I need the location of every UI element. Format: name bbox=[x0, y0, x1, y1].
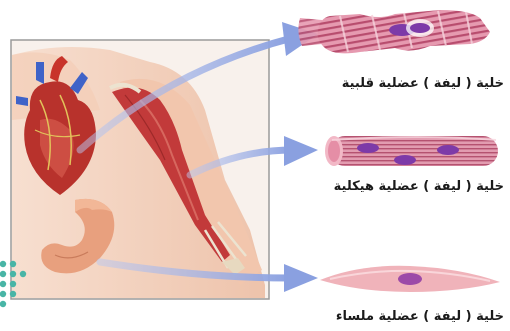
skeletal-nucleus-3 bbox=[437, 145, 459, 155]
cardiac-muscle-fiber bbox=[298, 10, 490, 53]
smooth-muscle-label: خلية ( ليفة ) عضلية ملساء bbox=[336, 309, 504, 324]
skeletal-muscle-fiber bbox=[325, 136, 498, 166]
cardiac-muscle-label: خلية ( ليفة ) عضلية قلبية bbox=[342, 76, 504, 91]
skeletal-muscle-label: خلية ( ليفة ) عضلية هيكلية bbox=[334, 179, 504, 194]
smooth-nucleus bbox=[398, 273, 422, 285]
skeletal-nucleus-2 bbox=[394, 155, 416, 165]
skeletal-nucleus-1 bbox=[357, 143, 379, 153]
smooth-muscle-cell bbox=[320, 266, 500, 292]
